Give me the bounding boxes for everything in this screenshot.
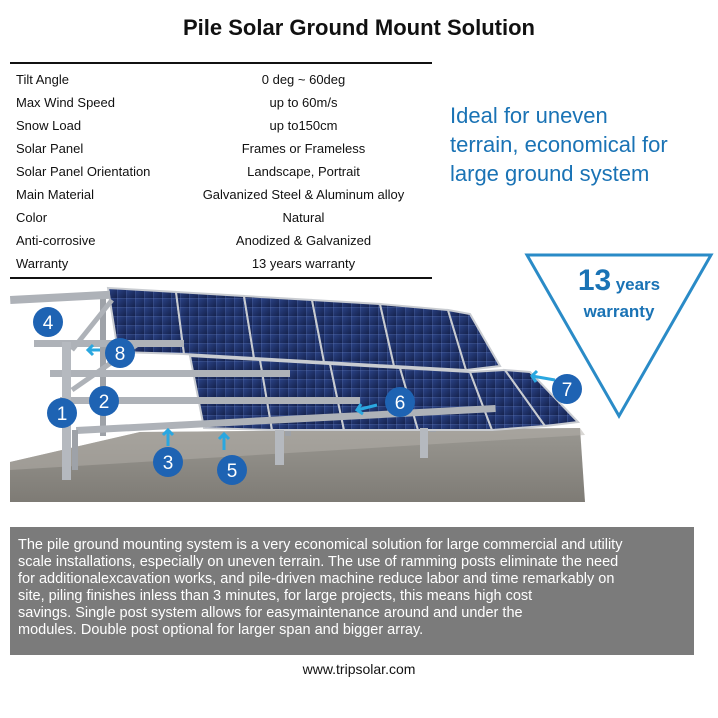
spec-row-panel-orientation: Solar Panel Orientation Landscape, Portr…: [10, 160, 432, 183]
spec-value: Frames or Frameless: [241, 141, 366, 156]
warranty-number: 13: [577, 264, 612, 297]
tagline-line: large ground system: [450, 161, 650, 186]
description-box: The pile ground mounting system is a ver…: [10, 527, 694, 655]
spec-value: up to150cm: [269, 118, 338, 133]
callout-4: [33, 307, 63, 337]
warranty-triangle-icon: [524, 253, 714, 420]
spec-row-color: Color Natural: [10, 206, 432, 229]
callout-number: 6: [395, 393, 406, 414]
solar-panels: [106, 286, 581, 432]
spec-label: Snow Load: [16, 118, 82, 133]
callouts: [33, 307, 582, 485]
spec-value: 0 deg ~ 60deg: [261, 72, 346, 87]
callout-number: 7: [562, 380, 573, 401]
spec-label: Solar Panel Orientation: [16, 164, 151, 179]
tagline: Ideal for uneven terrain, economical for…: [450, 101, 710, 188]
callout-number: 2: [99, 392, 110, 413]
warranty-years: 13 years: [524, 264, 714, 298]
callout-3: [153, 447, 183, 477]
spec-value: up to 60m/s: [269, 95, 338, 110]
spec-label: Warranty: [16, 256, 69, 271]
tagline-line: terrain, economical for: [450, 132, 668, 157]
spec-value: Anodized & Galvanized: [235, 233, 372, 248]
spec-value: Natural: [282, 210, 325, 225]
callout-5: [217, 455, 247, 485]
description-line: modules. Double post optional for larger…: [18, 622, 424, 638]
callout-number: 8: [115, 344, 126, 365]
callout-6: [385, 387, 415, 417]
spec-label: Main Material: [16, 187, 95, 202]
spec-value: Landscape, Portrait: [247, 164, 360, 179]
callout-8: [105, 338, 135, 368]
spec-value: 13 years warranty: [251, 256, 356, 271]
spec-row-solar-panel: Solar Panel Frames or Frameless: [10, 137, 432, 160]
description-line: The pile ground mounting system is a ver…: [18, 537, 623, 553]
description-line: site, piling finishes inless than 3 minu…: [18, 588, 533, 604]
solar-array-image: 1 2 3 4 5 6 7 8: [9, 286, 585, 502]
warranty-unit: years: [615, 275, 661, 294]
callout-number: 1: [57, 404, 68, 425]
callout-number: 3: [163, 453, 174, 474]
callout-2: [89, 386, 119, 416]
spec-row-max-wind-speed: Max Wind Speed up to 60m/s: [10, 91, 432, 114]
spec-label: Anti-corrosive: [16, 233, 96, 248]
spec-row-main-material: Main Material Galvanized Steel & Aluminu…: [10, 183, 432, 206]
warranty-label: warranty: [583, 302, 655, 321]
tagline-line: Ideal for uneven: [450, 103, 608, 128]
website-link[interactable]: www.tripsolar.com: [302, 661, 416, 677]
spec-label: Color: [16, 210, 48, 225]
spec-row-snow-load: Snow Load up to150cm: [10, 114, 432, 137]
description-line: for additionalexcavation works, and pile…: [18, 571, 615, 587]
spec-label: Max Wind Speed: [16, 95, 115, 110]
callout-1: [47, 398, 77, 428]
description-line: savings. Single post system allows for e…: [18, 605, 523, 621]
spec-label: Tilt Angle: [16, 72, 69, 87]
callout-labels: 1 2 3 4 5 6 7 8: [43, 313, 573, 482]
callout-number: 4: [43, 313, 54, 334]
spec-label: Solar Panel: [16, 141, 84, 156]
callout-number: 5: [227, 461, 238, 482]
callout-arrows: [85, 343, 556, 450]
warranty-badge: 13 years warranty: [524, 252, 714, 420]
callout-7: [552, 374, 582, 404]
spec-table: Tilt Angle 0 deg ~ 60deg Max Wind Speed …: [10, 62, 432, 279]
solar-mount-illustration: 1 2 3 4 5 6 7 8: [0, 280, 718, 505]
spec-row-tilt-angle: Tilt Angle 0 deg ~ 60deg: [10, 68, 432, 91]
page-title: Pile Solar Ground Mount Solution: [183, 15, 535, 40]
spec-row-warranty: Warranty 13 years warranty: [10, 252, 432, 275]
spec-row-anti-corrosive: Anti-corrosive Anodized & Galvanized: [10, 229, 432, 252]
spec-value: Galvanized Steel & Aluminum alloy: [202, 187, 405, 202]
description-line: scale installations, especially on uneve…: [18, 554, 619, 570]
